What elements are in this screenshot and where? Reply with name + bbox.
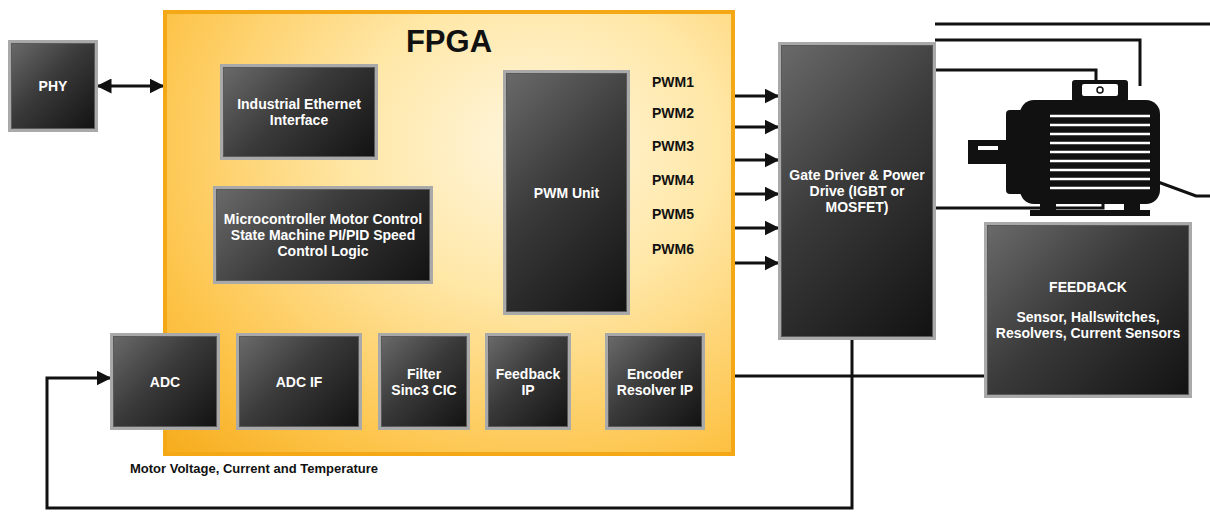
node-title: ADC [150,374,180,390]
node-title: Feedback IP [494,366,562,398]
node-title: FEEDBACK [1049,279,1127,295]
node-title: Filter Sinc3 CIC [387,366,461,398]
node-title: Gate Driver & Power Drive (IGBT or MOSFE… [787,167,927,215]
signal-name: PWM1 [652,74,694,90]
signal-arrow [98,85,163,88]
filter-block: Filter Sinc3 CIC [378,333,470,430]
signal-name: PWM4 [652,172,694,188]
feedback-sensors-block: FEEDBACK Sensor, Hallswitches, Resolvers,… [984,222,1192,398]
fpga-region: FPGA Industrial Ethernet InterfaceMicroco… [163,10,735,456]
signal-name: PWM5 [652,206,694,222]
motor-wires [935,24,1210,208]
ethernet-block: Industrial Ethernet Interface [220,64,378,160]
cooling-fins [1050,116,1150,188]
node-title: FPGA [163,24,735,60]
node-title: Microcontroller Motor Control State Mach… [222,211,424,259]
feedback-ip-block: Feedback IP [485,333,571,430]
signal-name: PWM2 [652,105,694,121]
pwm-block: PWM Unit [503,70,630,315]
motor-symbol [968,80,1160,216]
phy-chip: PHY [8,40,98,132]
adc-chip: ADC [110,333,220,430]
gate-driver-block: Gate Driver & Power Drive (IGBT or MOSFE… [778,42,936,340]
signal-name: PWM3 [652,138,694,154]
signal-arrow [705,375,984,378]
controller-block: Microcontroller Motor Control State Mach… [213,186,433,284]
node-title: Encoder Resolver IP [614,366,696,398]
node-body: Sensor, Hallswitches, Resolvers, Current… [993,309,1183,341]
adc-if-block: ADC IF [236,333,362,430]
signal-name: PWM6 [652,241,694,257]
signal-note: Motor Voltage, Current and Temperature [130,461,378,476]
node-title: PHY [39,78,68,94]
node-title: ADC IF [276,374,323,390]
node-title: Industrial Ethernet Interface [229,96,369,128]
node-title: PWM Unit [534,185,599,201]
encoder-block: Encoder Resolver IP [605,333,705,430]
